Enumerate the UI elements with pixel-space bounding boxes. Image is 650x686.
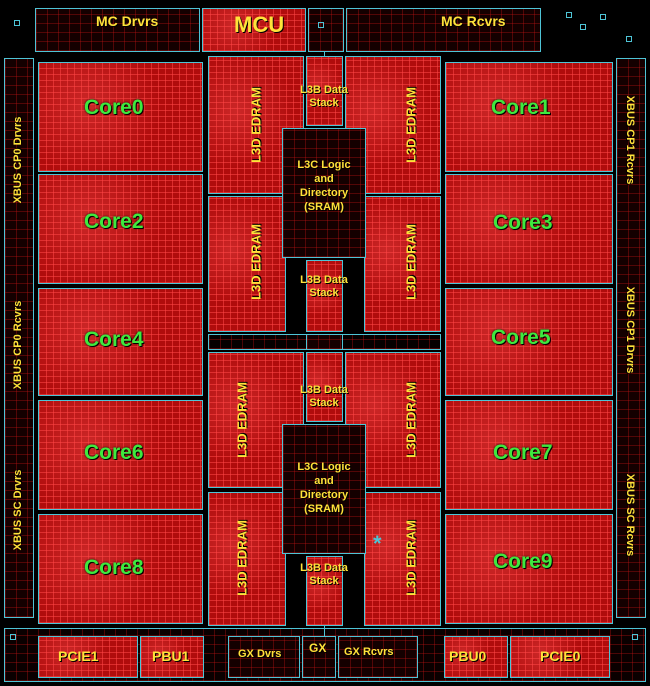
- core6-block: [38, 400, 203, 510]
- core1-block: [445, 62, 613, 172]
- l3d-edram-label: L3D EDRAM: [234, 382, 250, 458]
- gx-label: GX: [309, 641, 327, 655]
- core5-label: Core5: [491, 326, 551, 349]
- center-interconnect-node: [306, 334, 343, 350]
- left-xbus-strip: [4, 58, 34, 618]
- pcie1-label: PCIE1: [58, 648, 99, 664]
- l3c-logic-directory-block: [282, 128, 366, 258]
- io-pad: [600, 14, 606, 20]
- core8-label: Core8: [84, 556, 144, 579]
- l3d-edram-block: [208, 196, 286, 332]
- gx-block: [302, 636, 336, 678]
- l3d-edram-label: L3D EDRAM: [248, 224, 264, 300]
- xbus-sc-receivers-label: XBUS SC Rcvrs: [624, 473, 636, 557]
- core9-label: Core9: [493, 550, 553, 573]
- io-pad: [626, 36, 632, 42]
- l3b-data-stack-block: [306, 556, 343, 626]
- right-xbus-strip: [616, 58, 646, 618]
- xbus-cp1-drivers-label: XBUS CP1 Drvrs: [624, 286, 636, 374]
- mc-receivers-label: MC Rcvrs: [441, 13, 506, 29]
- l3d-edram-label: L3D EDRAM: [403, 224, 419, 300]
- xbus-cp1-receivers-label: XBUS CP1 Rcvrs: [624, 95, 636, 185]
- xbus-cp0-drivers-label: XBUS CP0 Drvrs: [12, 116, 24, 204]
- core0-block: [38, 62, 203, 172]
- pbu1-block: [140, 636, 204, 678]
- l3d-edram-block: [364, 492, 441, 626]
- pbu0-label: PBU0: [449, 648, 487, 664]
- core2-label: Core2: [84, 210, 144, 233]
- gx-receivers-label: GX Rcvrs: [344, 646, 394, 658]
- core7-label: Core7: [493, 441, 553, 464]
- l3b-data-stack-block: [306, 352, 343, 422]
- core3-block: [445, 174, 613, 284]
- xbus-cp0-receivers-label: XBUS CP0 Rcvrs: [12, 300, 24, 390]
- io-pad: [632, 634, 638, 640]
- l3b-data-stack-block: [306, 260, 343, 332]
- gx-drivers-label: GX Dvrs: [238, 648, 282, 660]
- core3-label: Core3: [493, 211, 553, 234]
- l3d-edram-label: L3D EDRAM: [248, 87, 264, 163]
- pcie0-label: PCIE0: [540, 648, 581, 664]
- core1-label: Core1: [491, 96, 551, 119]
- l3c-logic-directory-block: [282, 424, 366, 554]
- io-pad: [14, 20, 20, 26]
- l3d-edram-block: [208, 492, 286, 626]
- core0-label: Core0: [84, 96, 144, 119]
- core4-label: Core4: [84, 328, 144, 351]
- io-pad: [566, 12, 572, 18]
- l3d-edram-label: L3D EDRAM: [403, 87, 419, 163]
- core2-block: [38, 174, 203, 284]
- l3b-data-stack-block: [306, 56, 343, 126]
- gx-drivers-block: [228, 636, 300, 678]
- io-pad: [10, 634, 16, 640]
- l3d-edram-label: L3D EDRAM: [234, 520, 250, 596]
- pcie0-block: [510, 636, 610, 678]
- pbu1-label: PBU1: [152, 648, 190, 664]
- core5-block: [445, 288, 613, 396]
- mc-receivers-block: [346, 8, 541, 52]
- core6-label: Core6: [84, 441, 144, 464]
- io-pad: [318, 22, 324, 28]
- pcie1-block: [38, 636, 138, 678]
- io-pad: [580, 24, 586, 30]
- pbu0-block: [444, 636, 508, 678]
- l3d-edram-label: L3D EDRAM: [403, 520, 419, 596]
- center-wire: [324, 626, 325, 636]
- core4-block: [38, 288, 203, 396]
- mc-drivers-block: [35, 8, 200, 52]
- gx-receivers-block: [338, 636, 418, 678]
- core9-block: [445, 514, 613, 624]
- center-wire: [324, 52, 325, 56]
- core8-block: [38, 514, 203, 624]
- asterisk-marker: *: [373, 531, 382, 556]
- core7-block: [445, 400, 613, 510]
- l3d-edram-block: [364, 196, 441, 332]
- mc-drivers-label: MC Drvrs: [96, 13, 159, 29]
- mcu-interface-block: [308, 8, 344, 52]
- l3d-edram-label: L3D EDRAM: [403, 382, 419, 458]
- mcu-block: [202, 8, 306, 52]
- l3d-edram-block: [208, 352, 304, 488]
- xbus-sc-drivers-label: XBUS SC Drvrs: [12, 469, 24, 551]
- mcu-label: MCU: [234, 12, 285, 37]
